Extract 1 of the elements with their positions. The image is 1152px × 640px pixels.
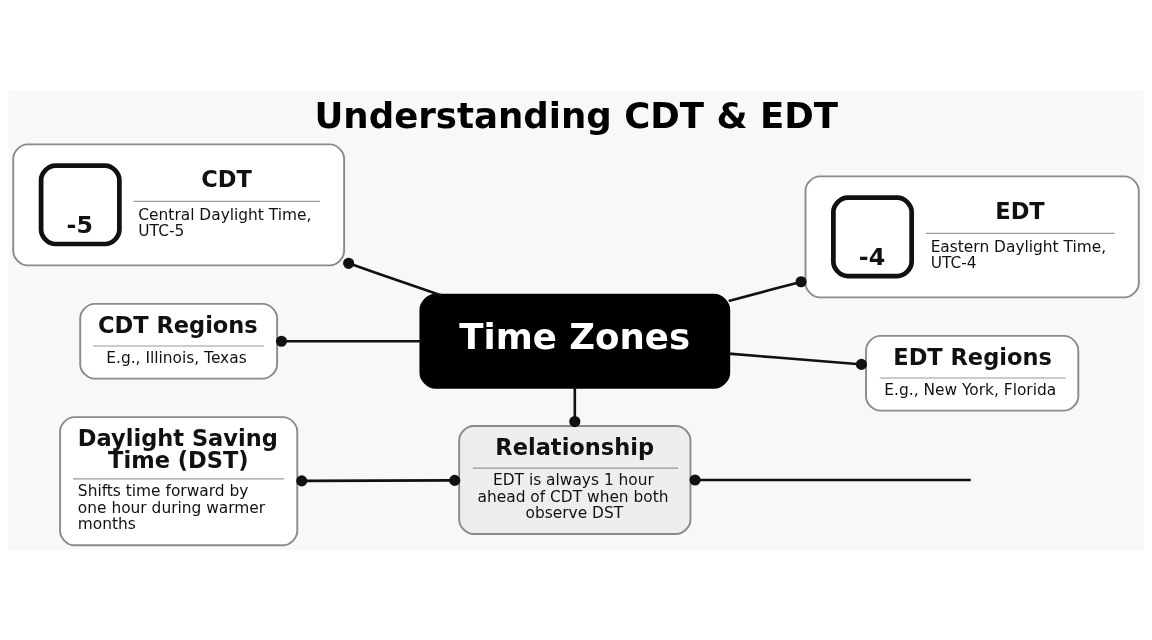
diagram-title: Understanding CDT & EDT <box>314 94 839 136</box>
